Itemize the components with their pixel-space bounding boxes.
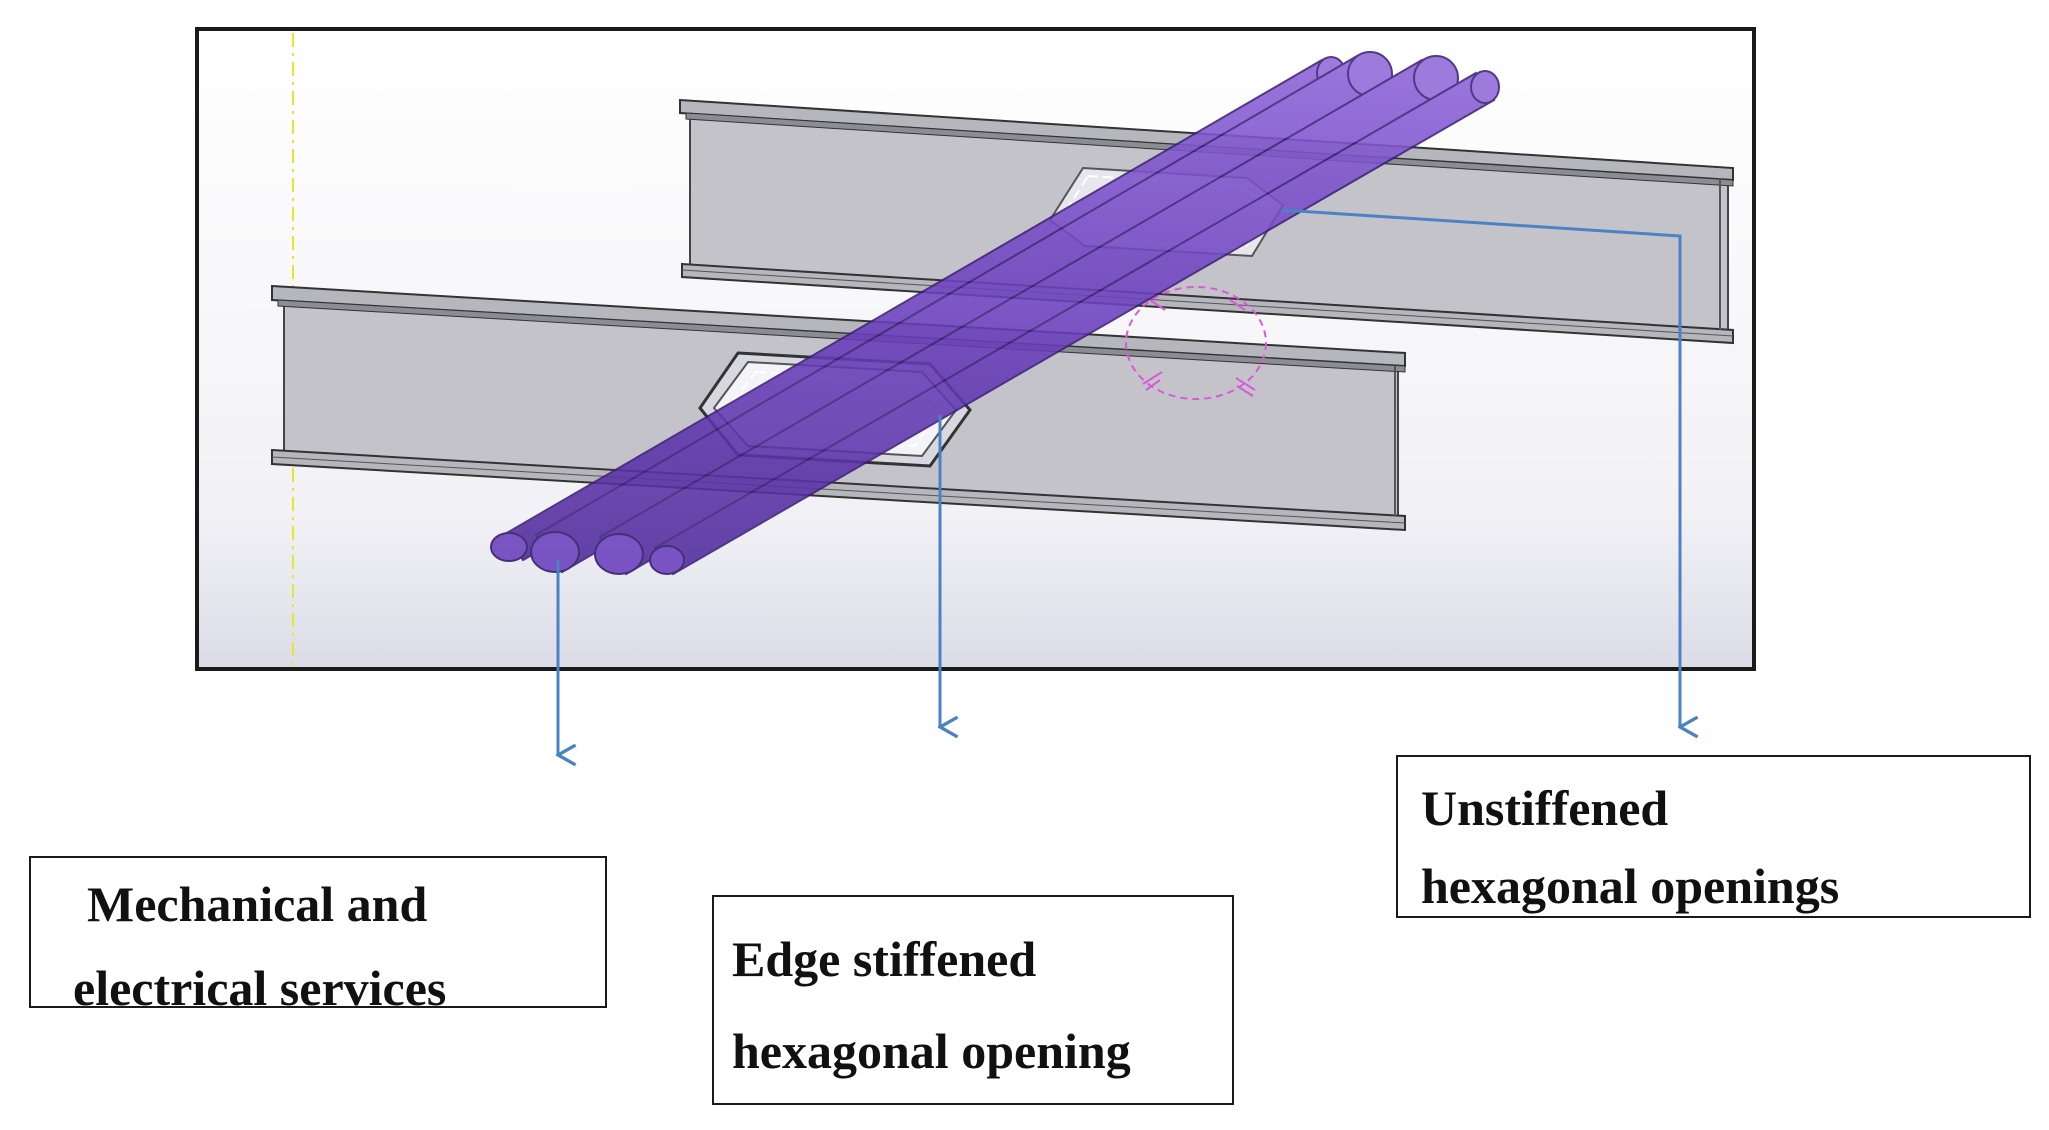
label-edge-stiffened-opening: Edge stiffened hexagonal opening [712, 895, 1234, 1105]
label-mechanical-electrical-services: Mechanical and electrical services [29, 856, 607, 1016]
label-line: Unstiffened [1421, 780, 1669, 836]
dimension-circle-marker [1125, 286, 1267, 400]
label-line: Mechanical and [87, 876, 428, 932]
label-line: electrical services [73, 960, 447, 1016]
label-line: hexagonal opening [732, 1023, 1131, 1079]
arrow-to-unstiffened-label [1281, 208, 1680, 727]
label-line: Edge stiffened [732, 931, 1037, 987]
label-line: hexagonal openings [1421, 858, 1840, 914]
service-pipe [649, 70, 1500, 576]
label-unstiffened-openings: Unstiffened hexagonal openings [1396, 755, 2031, 918]
service-pipes [490, 51, 1500, 576]
